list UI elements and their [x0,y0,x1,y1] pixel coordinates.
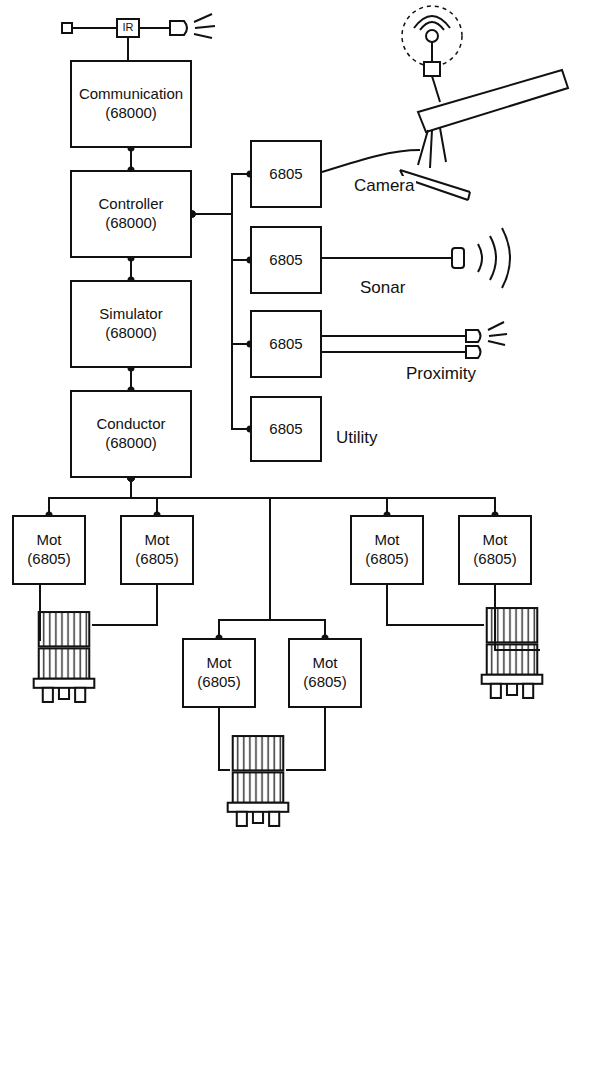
part-label: Camera [352,176,416,196]
node-text: 6805 [269,420,302,439]
motor-wires [38,585,540,770]
node-text: 6805 [269,335,302,354]
motor-controller-box: Mot (6805) [350,515,424,585]
sonar-illustration [322,228,510,288]
bus-connector [49,478,131,515]
motor-controller-box: Mot (6805) [288,638,362,708]
motor-controller-box: Mot (6805) [458,515,532,585]
node-text: Controller (68000) [78,195,184,233]
processor-box: Communication (68000) [70,60,192,148]
node-text: 6805 [269,251,302,270]
proximity-illustration [322,322,507,358]
bus-connector [192,214,250,260]
node-text: Mot (6805) [128,531,186,569]
robot-illustration [34,608,543,826]
bus-connector [192,214,250,344]
node-text: Conductor (68000) [78,415,184,453]
microcontroller-box: 6805 [250,140,322,208]
node-text: 6805 [269,165,302,184]
node-text: Mot (6805) [358,531,416,569]
processor-box: Simulator (68000) [70,280,192,368]
part-label: Proximity [404,364,478,384]
node-text: Communication (68000) [78,85,184,123]
ir-device [62,14,215,38]
part-label: Utility [334,428,380,448]
camera-illustration [322,6,568,200]
bus-connector [192,214,250,429]
motor-controller-box: Mot (6805) [182,638,256,708]
node-text: Mot (6805) [190,654,248,692]
microcontroller-box: 6805 [250,396,322,462]
motor-controller-box: Mot (6805) [12,515,86,585]
bus-connector [192,174,250,214]
microcontroller-box: 6805 [250,310,322,378]
node-text: Simulator (68000) [78,305,184,343]
motor-controller-box: Mot (6805) [120,515,194,585]
bus-connector [131,478,387,515]
node-text: Mot (6805) [466,531,524,569]
node-text: IR [123,21,134,35]
bus-connector [131,478,157,515]
part-label: Sonar [358,278,407,298]
node-text: Mot (6805) [20,531,78,569]
node-text: Mot (6805) [296,654,354,692]
microcontroller-box: 6805 [250,226,322,294]
bus-connector [127,38,129,60]
processor-box: Conductor (68000) [70,390,192,478]
bus-connector [131,478,495,515]
processor-box: Controller (68000) [70,170,192,258]
ir-box: IR [116,18,140,38]
